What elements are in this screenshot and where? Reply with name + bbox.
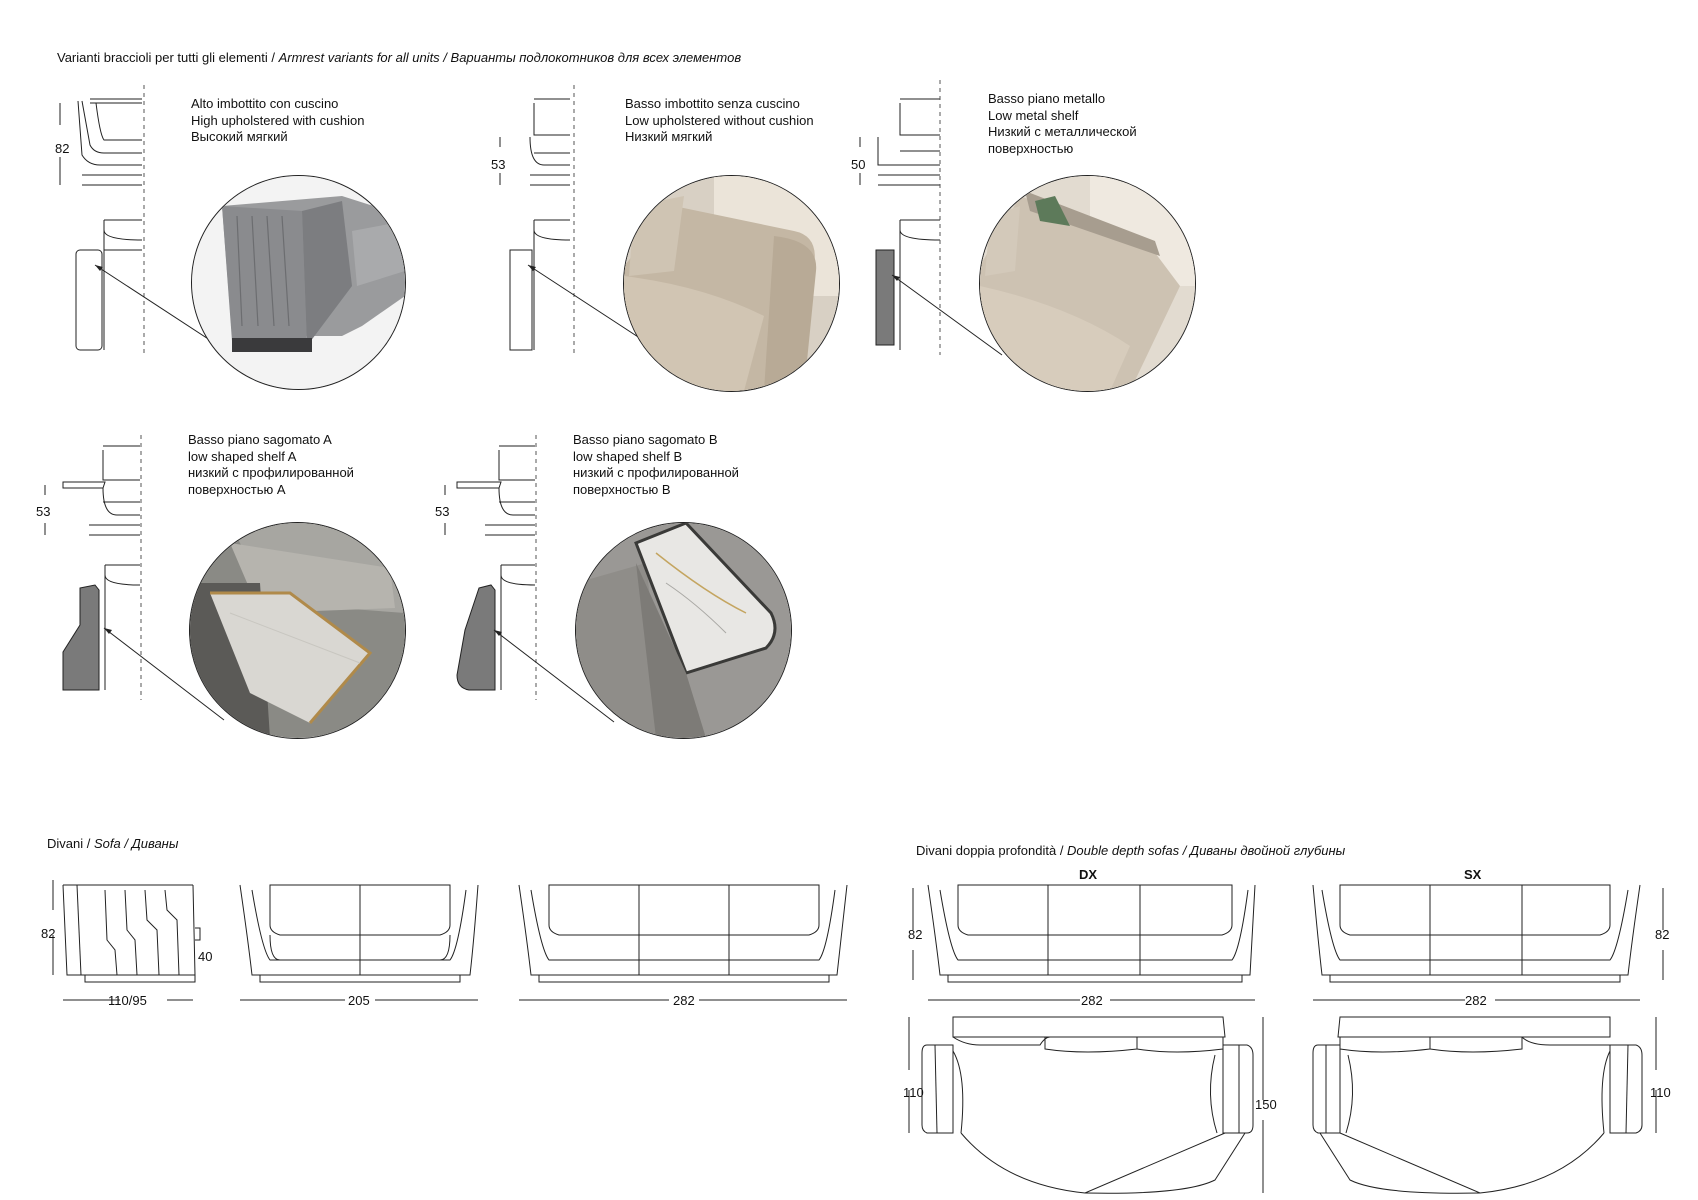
variant-5-height: 53 — [435, 504, 450, 519]
variant-5-technical-drawing — [445, 440, 545, 700]
sofa-section-title: Divani / Sofa / Диваны — [47, 836, 179, 851]
double-depth-total: 150 — [1255, 1097, 1277, 1112]
armrest-section-title: Varianti braccioli per tutti gli element… — [57, 50, 742, 65]
variant-4-leader-line — [104, 628, 229, 728]
variant-3-leader-line — [892, 275, 1012, 365]
sx-depth: 110 — [1650, 1085, 1671, 1100]
sofa-depth: 110/95 — [108, 993, 147, 1008]
dx-front-view — [910, 880, 1260, 1005]
sx-front-view — [1310, 880, 1670, 1005]
variant-1-technical-drawing — [60, 95, 150, 355]
sofa-side-view — [45, 880, 210, 1005]
title-en: Armrest variants for all units — [278, 50, 440, 65]
label-sx: SX — [1464, 867, 1482, 882]
title-ru: Варианты подлокотников для всех элементо… — [450, 50, 742, 65]
variant-4-photo — [189, 522, 406, 739]
sx-plan-view — [1310, 1015, 1670, 1195]
dx-height: 82 — [908, 927, 923, 942]
variant-3-photo — [979, 175, 1196, 392]
label-dx: DX — [1079, 867, 1098, 882]
variant-1-photo — [191, 175, 406, 390]
variant-3-height: 50 — [851, 157, 866, 172]
dx-width: 282 — [1081, 993, 1103, 1008]
variant-2-technical-drawing — [500, 95, 590, 355]
variant-3-technical-drawing — [860, 85, 950, 355]
sofa-seat-height: 40 — [198, 949, 213, 964]
variant-4-height: 53 — [36, 504, 51, 519]
variant-5-photo — [575, 522, 792, 739]
sofa-height: 82 — [41, 926, 56, 941]
sx-width: 282 — [1465, 993, 1487, 1008]
variant-1-height: 82 — [55, 141, 70, 156]
double-depth-section-title: Divani doppia profondità / Double depth … — [916, 843, 1346, 858]
variant-4-technical-drawing — [45, 440, 145, 700]
sofa-2-seater-front — [240, 880, 480, 1005]
title-it: Varianti braccioli per tutti gli element… — [57, 50, 279, 65]
sofa-2-width: 205 — [348, 993, 370, 1008]
variant-2-height: 53 — [491, 157, 506, 172]
variant-2-photo — [623, 175, 840, 392]
variant-5-leader-line — [494, 630, 619, 730]
dx-plan-view — [905, 1015, 1275, 1195]
dx-depth: 110 — [903, 1085, 924, 1100]
sofa-3-seater-front — [519, 880, 849, 1005]
sofa-3-width: 282 — [673, 993, 695, 1008]
sx-height: 82 — [1655, 927, 1670, 942]
